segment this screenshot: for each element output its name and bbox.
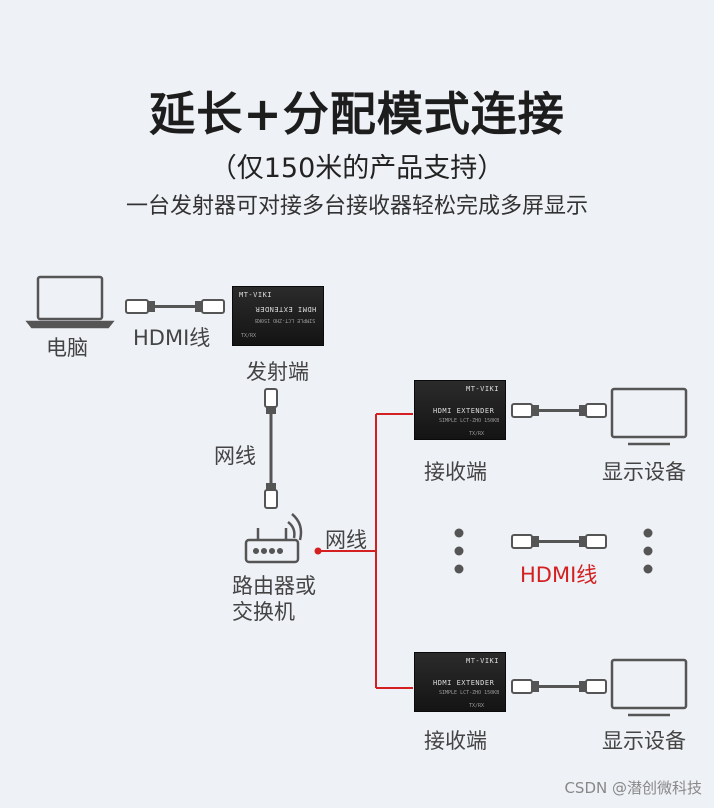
router-icon xyxy=(244,513,303,564)
receiver-top-product: HDMI EXTENDER xyxy=(433,407,495,415)
receiver-top-sub: SIMPLE LCT-ZHO 150KB xyxy=(439,418,500,424)
ellipsis-dots-left xyxy=(454,528,464,574)
receiver-bottom-port: TX/RX xyxy=(469,703,485,709)
hdmi-cable-icon-top xyxy=(125,299,225,314)
receiver-top-brand: MT-VIKI xyxy=(465,385,499,393)
receiver-bottom-sub: SIMPLE LCT-ZHO 150KB xyxy=(439,690,500,696)
ellipsis-dots-right xyxy=(643,528,653,574)
watermark: CSDN @潜创微科技 xyxy=(564,779,702,797)
hdmi-cable-icon-middle xyxy=(511,534,607,549)
hdmi-cable-top-label: HDMI线 xyxy=(133,326,211,350)
router-port-dot xyxy=(314,547,322,555)
receiver-bottom-product: HDMI EXTENDER xyxy=(433,679,495,687)
monitor-icon-bottom xyxy=(610,658,688,717)
hdmi-cable-middle-label: HDMI线 xyxy=(520,563,598,587)
router-label: 路由器或 交换机 xyxy=(232,574,316,624)
laptop-icon xyxy=(25,275,115,329)
transmitter-label: 发射端 xyxy=(246,360,309,384)
receiver-device-bottom: MT-VIKI HDMI EXTENDER SIMPLE LCT-ZHO 150… xyxy=(414,652,506,712)
hdmi-cable-icon-receiver-top xyxy=(511,403,607,418)
receiver-top-port: TX/RX xyxy=(469,431,485,437)
network-cable-vertical-label: 网线 xyxy=(214,444,256,468)
page-title: 延长+分配模式连接 xyxy=(149,87,565,141)
page-subtitle: （仅150米的产品支持） xyxy=(209,153,505,184)
transmitter-brand: MT-VIKI xyxy=(239,291,273,299)
display-top-label: 显示设备 xyxy=(602,460,686,484)
transmitter-product: HDMI EXTENDER xyxy=(255,305,317,313)
receiver-bottom-brand: MT-VIKI xyxy=(465,657,499,665)
computer-label: 电脑 xyxy=(46,336,88,360)
receiver-bottom-label: 接收端 xyxy=(424,729,487,753)
receiver-top-label: 接收端 xyxy=(424,460,487,484)
page-description: 一台发射器可对接多台接收器轻松完成多屏显示 xyxy=(125,194,588,219)
display-bottom-label: 显示设备 xyxy=(602,729,686,753)
receiver-device-top: MT-VIKI HDMI EXTENDER SIMPLE LCT-ZHO 150… xyxy=(414,380,506,440)
monitor-icon-top xyxy=(610,387,688,446)
network-cable-icon-vertical xyxy=(264,388,278,509)
network-cable-horizontal-label: 网线 xyxy=(325,528,367,552)
transmitter-port: TX/RX xyxy=(241,333,257,339)
hdmi-cable-icon-receiver-bottom xyxy=(511,679,607,694)
red-distribution-lines xyxy=(318,413,413,689)
transmitter-device: MT-VIKI HDMI EXTENDER SIMPLE LCT-ZHO 150… xyxy=(232,286,324,346)
transmitter-sub: SIMPLE LCT-ZHO 150KB xyxy=(255,317,316,323)
